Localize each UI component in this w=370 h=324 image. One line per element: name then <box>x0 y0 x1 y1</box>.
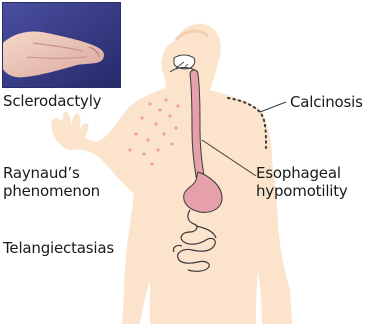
label-esophageal-hypomotility: Esophageal hypomotility <box>256 164 348 200</box>
calcinosis-leader <box>260 102 286 112</box>
label-raynauds: Raynaud’s phenomenon <box>3 164 100 200</box>
label-sclerodactyly: Sclerodactyly <box>3 92 101 110</box>
label-telangiectasias: Telangiectasias <box>3 239 114 257</box>
label-calcinosis: Calcinosis <box>290 93 363 111</box>
